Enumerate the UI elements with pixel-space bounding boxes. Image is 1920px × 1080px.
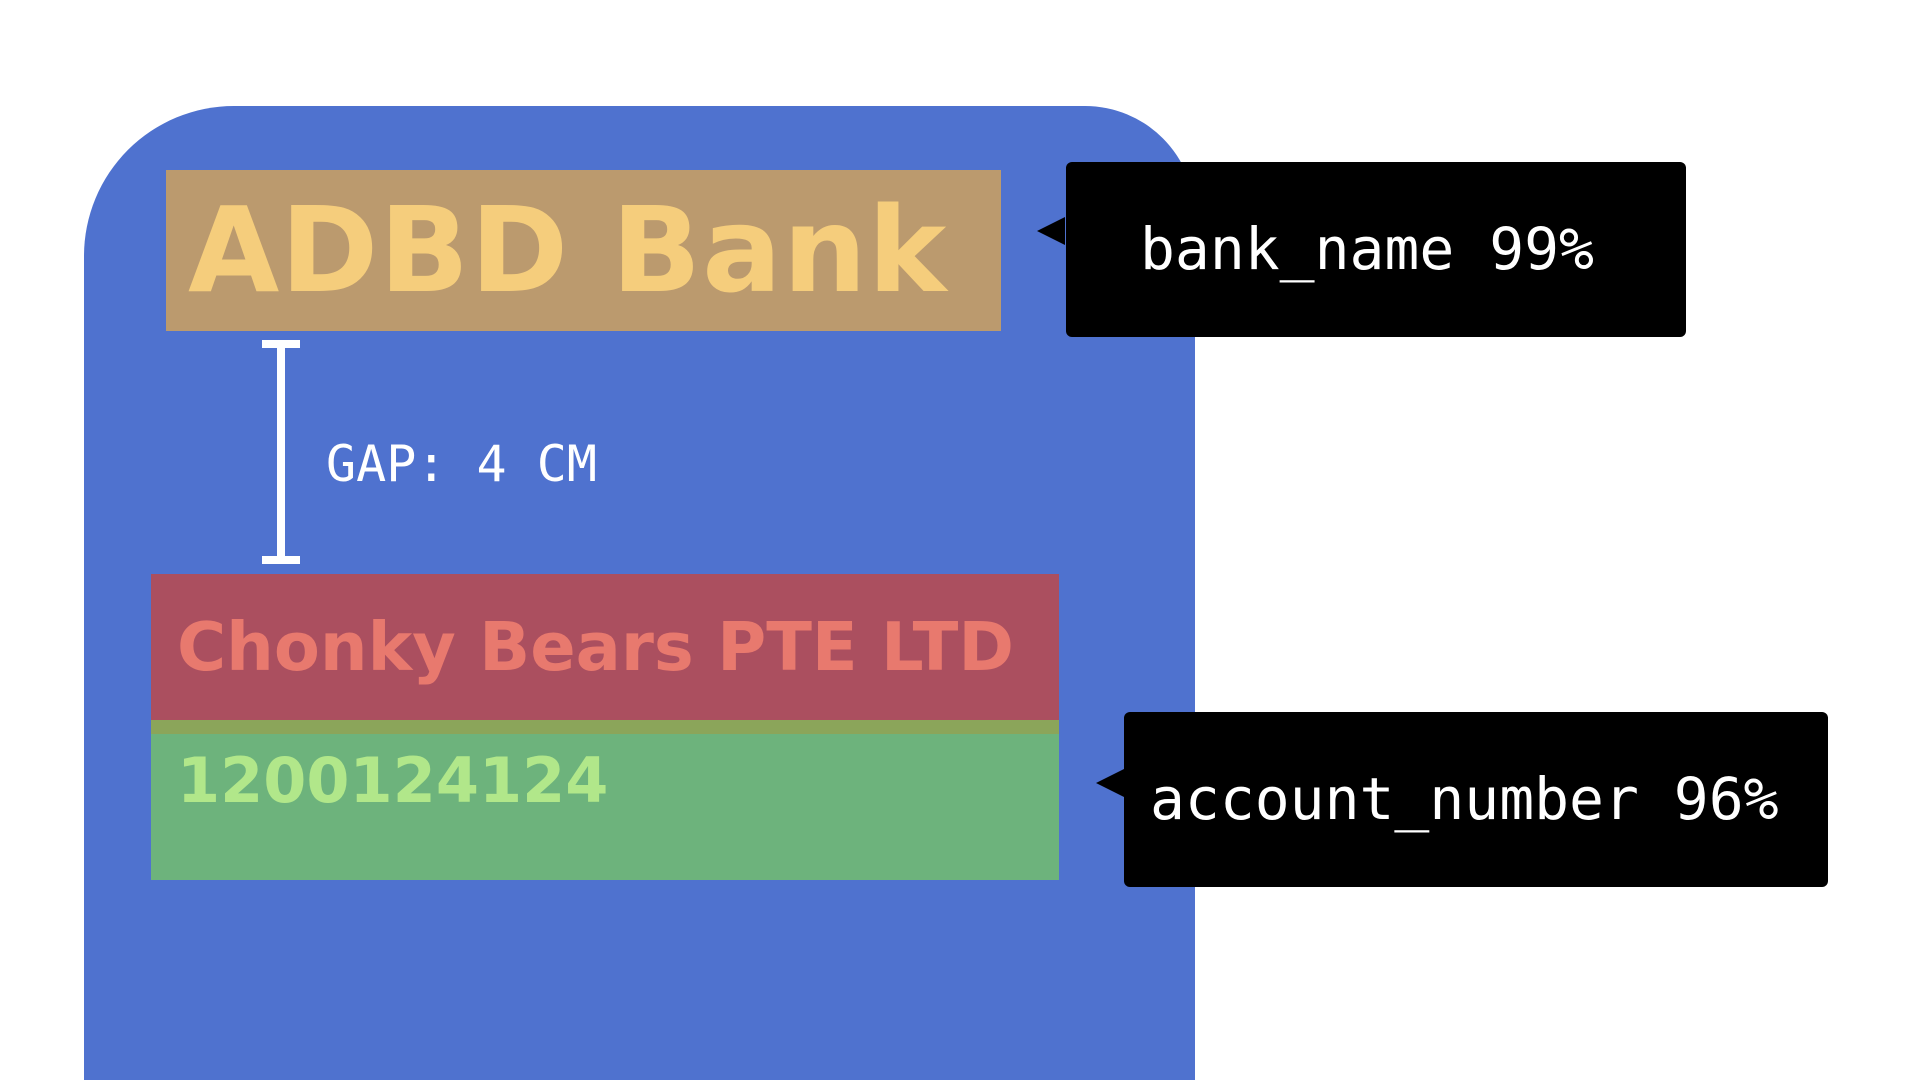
gap-indicator-bar: [277, 343, 285, 561]
gap-label: GAP: 4 CM: [326, 435, 597, 493]
gap-indicator-bottom-cap: [262, 556, 300, 564]
account-number-field: 1200124124: [151, 734, 1059, 880]
bank-name-tag-pointer: [1037, 217, 1065, 245]
account-number-detection-tag: account_number 96%: [1124, 712, 1828, 887]
bank-name-field: ADBD Bank: [166, 170, 1001, 331]
bank-name-detection-tag: bank_name 99%: [1066, 162, 1686, 337]
company-name-field: Chonky Bears PTE LTD: [151, 574, 1059, 720]
account-number-tag-pointer: [1096, 769, 1124, 797]
account-field-overlap-strip: [151, 720, 1059, 734]
